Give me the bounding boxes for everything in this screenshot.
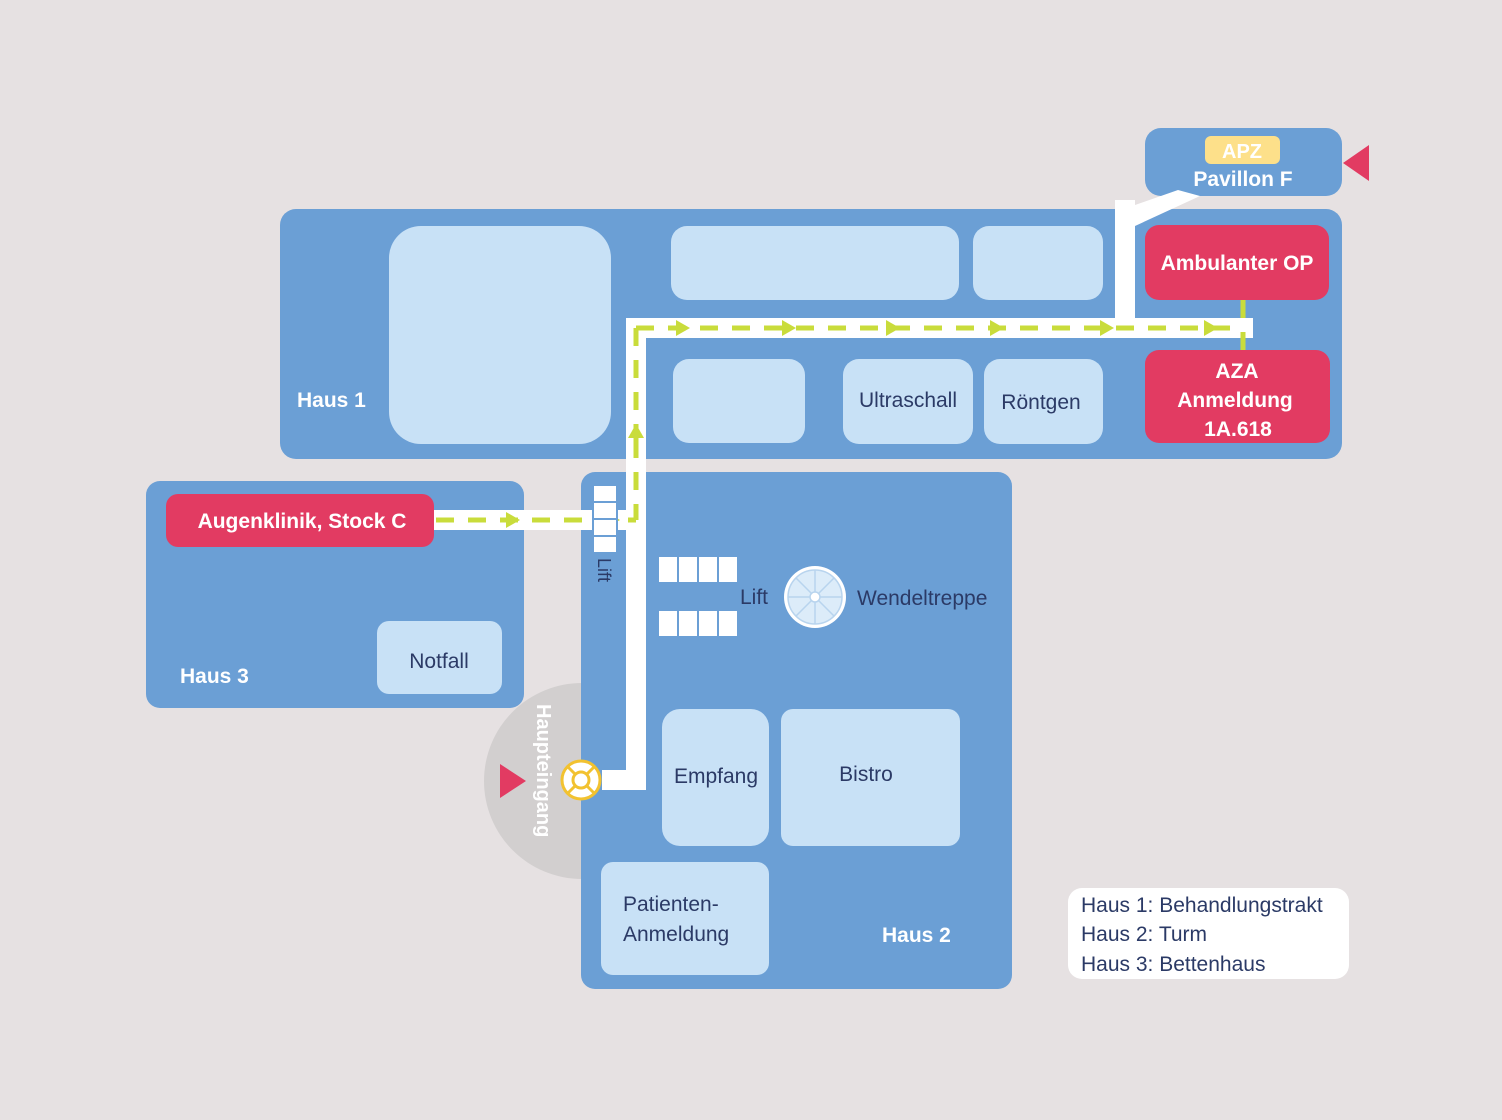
spiral-staircase-icon (784, 566, 846, 628)
bistro-label: Bistro (839, 763, 893, 786)
ambulanter-op-box[interactable] (1145, 225, 1329, 300)
haus-2-label: Haus 2 (882, 924, 951, 947)
aza-label-line3: 1A.618 (1204, 418, 1272, 441)
augenklinik-label: Augenklinik, Stock C (198, 510, 407, 533)
patienten-label-line2: Anmeldung (623, 923, 729, 946)
apz-badge (1205, 136, 1280, 164)
room-haus1-top-small (973, 226, 1103, 300)
room-haus1-top-wide (671, 226, 959, 300)
room-ultraschall (843, 359, 973, 444)
patienten-label-line1: Patienten- (623, 893, 719, 916)
room-bistro (781, 709, 960, 846)
aza-label-line2: Anmeldung (1177, 389, 1293, 412)
legend-item: Haus 2: Turm (1081, 923, 1207, 946)
room-roentgen (984, 359, 1103, 444)
lift-vertical-label: Lift (594, 558, 614, 582)
pavillon-label: Pavillon F (1193, 168, 1292, 191)
aza-anmeldung-box[interactable] (1145, 350, 1330, 443)
room-patienten-anmeldung (601, 862, 769, 975)
ultraschall-label: Ultraschall (859, 389, 957, 412)
augenklinik-box[interactable] (166, 494, 434, 547)
aza-label-line1: AZA (1215, 360, 1258, 383)
apz-label: APZ (1222, 141, 1262, 163)
ambulanter-op-label: Ambulanter OP (1161, 252, 1314, 275)
room-notfall (377, 621, 502, 694)
lift-label: Lift (740, 586, 768, 609)
notfall-label: Notfall (409, 650, 469, 673)
triangle-right-icon (500, 764, 526, 798)
room-haus1-bottom-small (673, 359, 805, 443)
elevator-icon (592, 484, 618, 554)
legend-item: Haus 3: Bettenhaus (1081, 953, 1265, 976)
empfang-label: Empfang (674, 765, 758, 788)
legend-item: Haus 1: Behandlungstrakt (1081, 894, 1323, 917)
lifebuoy-icon[interactable] (560, 759, 602, 801)
room-haus1-large (389, 226, 611, 444)
legend-box (1068, 888, 1349, 979)
triangle-left-icon (1343, 145, 1369, 181)
elevator-icon (657, 555, 739, 638)
haus-3-label: Haus 3 (180, 665, 249, 688)
room-empfang (662, 709, 769, 846)
haus-1-label: Haus 1 (297, 389, 366, 412)
roentgen-label: Röntgen (1001, 391, 1080, 414)
haupteingang-label: Haupteingang (532, 704, 554, 837)
wendeltreppe-label: Wendeltreppe (857, 587, 987, 610)
